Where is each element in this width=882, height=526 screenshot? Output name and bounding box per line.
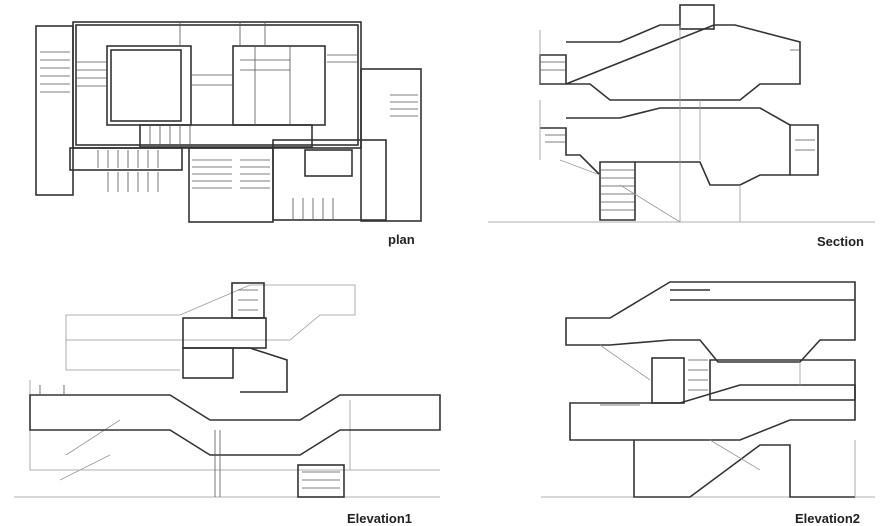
plan-label: plan <box>388 232 415 247</box>
section-label: Section <box>817 234 864 249</box>
elevation1-label: Elevation1 <box>347 511 413 526</box>
elevation1-drawing <box>14 282 441 498</box>
plan-drawing <box>35 21 422 223</box>
section-drawing <box>488 4 875 223</box>
elevation2-label: Elevation2 <box>795 511 861 526</box>
elevation2-drawing <box>541 281 875 498</box>
